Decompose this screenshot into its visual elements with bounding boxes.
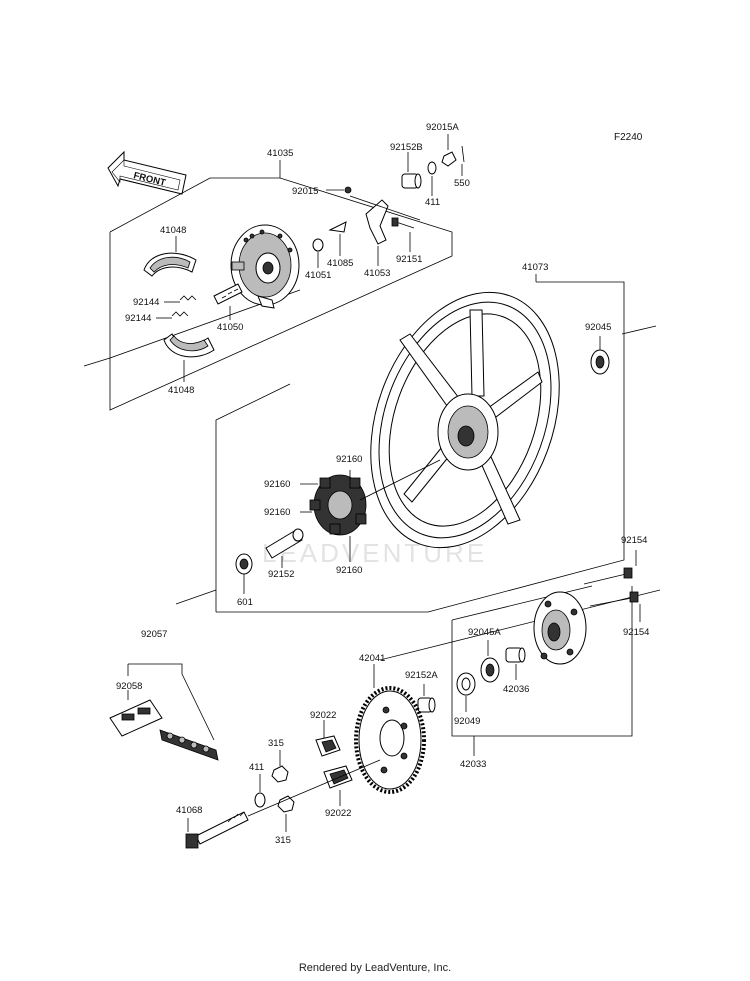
wear-indicator-41085 (328, 221, 347, 233)
leader-lines-box1 (156, 134, 463, 382)
label-42033: 42033 (460, 759, 486, 770)
front-arrow-icon: FRONT (107, 150, 187, 195)
nut-92015 (344, 186, 352, 194)
part-labels: 41035 92015A 92152B 550 411 92015 41048 … (116, 122, 649, 846)
bearing-92045A (480, 657, 500, 683)
collar-42036 (505, 647, 526, 663)
lock-washer-92022-lower (323, 765, 353, 789)
label-41050: 41050 (217, 322, 243, 333)
cotter-pin-550 (461, 145, 465, 163)
label-92154-upper: 92154 (621, 535, 647, 546)
label-92045: 92045 (585, 322, 611, 333)
hub-damper-92160 (309, 474, 367, 536)
label-315-upper: 315 (268, 738, 284, 749)
label-92144-1: 92144 (133, 297, 159, 308)
shoe-spring-1 (179, 295, 197, 301)
bolt-92154-lower (589, 591, 639, 607)
axle-centerline (247, 759, 381, 817)
shoe-spring-2 (171, 311, 189, 317)
label-42041: 42041 (359, 653, 385, 664)
sprocket-hub (533, 591, 587, 665)
label-92058: 92058 (116, 681, 142, 692)
drive-chain-92057 (127, 663, 219, 761)
cam-shaft (213, 283, 243, 305)
washer-41051 (312, 238, 324, 252)
nut-315-upper (271, 765, 289, 783)
collar-92152 (265, 528, 304, 559)
label-92154-lower: 92154 (623, 627, 649, 638)
brake-lever-41053 (365, 199, 389, 245)
label-41051: 41051 (305, 270, 331, 281)
bearing-92045 (590, 349, 610, 375)
brake-shoe-lower (163, 333, 215, 358)
bearing-601 (235, 553, 253, 575)
label-41068: 41068 (176, 805, 202, 816)
brake-shoe-upper (143, 252, 197, 277)
label-92057: 92057 (141, 629, 167, 640)
cast-wheel (370, 291, 560, 549)
nut-92015A (441, 151, 457, 167)
label-92160-1: 92160 (336, 454, 362, 465)
label-411-top: 411 (425, 197, 440, 208)
master-link-92058 (109, 690, 163, 737)
label-41085: 41085 (327, 258, 353, 269)
label-41073: 41073 (522, 262, 548, 273)
label-92160-4: 92160 (336, 565, 362, 576)
label-41035: 41035 (267, 148, 293, 159)
label-41048-upper: 41048 (160, 225, 186, 236)
label-92152B: 92152B (390, 142, 423, 153)
collar-92152A (417, 697, 436, 713)
label-601: 601 (237, 597, 253, 608)
label-42036: 42036 (503, 684, 529, 695)
label-92160-3: 92160 (264, 507, 290, 518)
label-92022-upper: 92022 (310, 710, 336, 721)
label-411-lower: 411 (249, 762, 264, 773)
oil-seal-92049 (456, 672, 476, 696)
label-92152: 92152 (268, 569, 294, 580)
washer-411-lower (254, 792, 266, 808)
label-41053: 41053 (364, 268, 390, 279)
label-92144-2: 92144 (125, 313, 151, 324)
nut-315-lower (277, 795, 295, 813)
label-550: 550 (454, 178, 470, 189)
wheel-box (175, 274, 657, 613)
figure-code: F2240 (614, 132, 643, 143)
label-92015: 92015 (292, 186, 318, 197)
leader-lines-box2 (243, 336, 601, 594)
footer-credit: Rendered by LeadVenture, Inc. (298, 962, 452, 974)
washer-411-top (427, 161, 437, 175)
collar-92152B (401, 173, 422, 189)
label-92152A: 92152A (405, 670, 438, 681)
label-92160-2: 92160 (264, 479, 290, 490)
bolt-92154-upper (583, 567, 633, 585)
bolt-92151 (391, 217, 415, 229)
label-92045A: 92045A (468, 627, 501, 638)
label-92022-lower: 92022 (325, 808, 351, 819)
label-92015A: 92015A (426, 122, 459, 133)
rear-sprocket (354, 686, 426, 794)
label-41048-lower: 41048 (168, 385, 194, 396)
axle-41068 (185, 811, 249, 849)
label-92151: 92151 (396, 254, 422, 265)
label-315-lower: 315 (275, 835, 291, 846)
brake-panel (230, 224, 300, 309)
lock-washer-92022-upper (315, 735, 341, 757)
label-92049: 92049 (454, 716, 480, 727)
